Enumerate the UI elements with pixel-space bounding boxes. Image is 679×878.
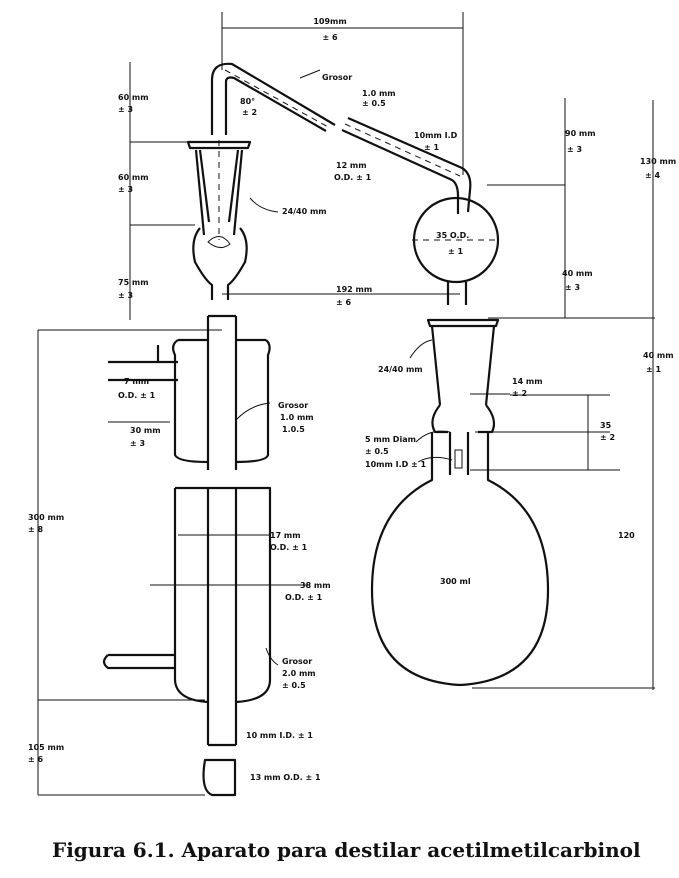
label-grosor-mid: Grosor [278,401,308,410]
distillation-apparatus-diagram: 109mm ± 6 Grosor 1.0 mm ± 0.5 60 mm ± 3 … [28,12,676,797]
label-angle: 80° [240,97,255,106]
still-head [341,116,500,434]
label-grosor-low: Grosor [282,657,312,666]
label-left-300: 300 mm [28,513,64,522]
label-far-130: 130 mm [640,157,676,166]
label-tube-thickness-tol: ± 0.5 [362,99,386,108]
dimension-labels: 109mm ± 6 Grosor 1.0 mm ± 0.5 60 mm ± 3 … [28,17,676,782]
label-id10-bottom: 10 mm I.D. ± 1 [246,731,313,740]
label-left-105-tol: ± 6 [28,755,43,764]
label-left-75: 75 mm [118,278,149,287]
label-right-tube: 10mm I.D [414,131,458,140]
label-od12-tol: O.D. ± 1 [334,173,372,182]
label-d35: 35 [600,421,612,430]
label-od38: 38 mm [300,581,331,590]
label-left-60-b-tol: ± 3 [118,185,133,194]
label-mid-192: 192 mm [336,285,372,294]
label-left-60-b: 60 mm [118,173,149,182]
label-left-300-tol: ± 8 [28,525,43,534]
label-d14: 14 mm [512,377,543,386]
label-top-width: 109mm [313,17,346,26]
label-d14-tol: ± 2 [512,389,527,398]
label-d35-tol: ± 2 [600,433,615,442]
label-right-90-tol: ± 3 [567,145,582,154]
label-grosor-mid-value: 1.0 mm [280,413,314,422]
label-diam5: 5 mm Diam [365,435,416,444]
label-joint-right: 24/40 mm [378,365,423,374]
label-od38-tol: O.D. ± 1 [285,593,323,602]
label-right-90: 90 mm [565,129,596,138]
label-h120: 120 [618,531,635,540]
label-id10: 10mm I.D ± 1 [365,460,427,469]
label-flask: 300 ml [440,577,471,586]
label-bulb: 35 O.D. [436,231,469,240]
dimension-lines [37,12,655,796]
label-bulb-tol: ± 1 [448,247,463,256]
label-inlet: 7 mm [124,377,149,386]
label-left-105: 105 mm [28,743,64,752]
label-left-75-tol: ± 3 [118,291,133,300]
label-left-60-a: 60 mm [118,93,149,102]
label-far-130-tol: ± 4 [645,171,660,180]
label-mid-192-tol: ± 6 [336,298,351,307]
receiver-flask [370,432,550,687]
label-left-60-a-tol: ± 3 [118,105,133,114]
label-od17: 17 mm [270,531,301,540]
label-right-40-tol: ± 3 [565,283,580,292]
label-top-width-tol: ± 6 [322,33,337,42]
label-grosor-mid-tol: 1.0.5 [282,425,305,434]
label-inlet-tol: O.D. ± 1 [118,391,156,400]
label-diam5-tol: ± 0.5 [365,447,389,456]
condenser [102,314,272,797]
label-right-40: 40 mm [562,269,593,278]
label-far-40: 40 mm [643,351,674,360]
label-od12: 12 mm [336,161,367,170]
label-left-30-tol: ± 3 [130,439,145,448]
label-right-tube-tol: ± 1 [424,143,439,152]
label-grosor-top: Grosor [322,73,352,82]
bent-adapter-tube [186,62,336,300]
label-far-40-tol: ± 1 [646,365,661,374]
label-grosor-low-tol: ± 0.5 [282,681,306,690]
label-joint-top: 24/40 mm [282,207,327,216]
label-left-30: 30 mm [130,426,161,435]
label-grosor-low-value: 2.0 mm [282,669,316,678]
leader-lines [235,69,510,666]
figure-caption: Figura 6.1. Aparato para destilar acetil… [52,838,641,862]
label-od13: 13 mm O.D. ± 1 [250,773,321,782]
label-angle-tol: ± 2 [242,108,257,117]
label-tube-thickness: 1.0 mm [362,89,396,98]
label-od17-tol: O.D. ± 1 [270,543,308,552]
